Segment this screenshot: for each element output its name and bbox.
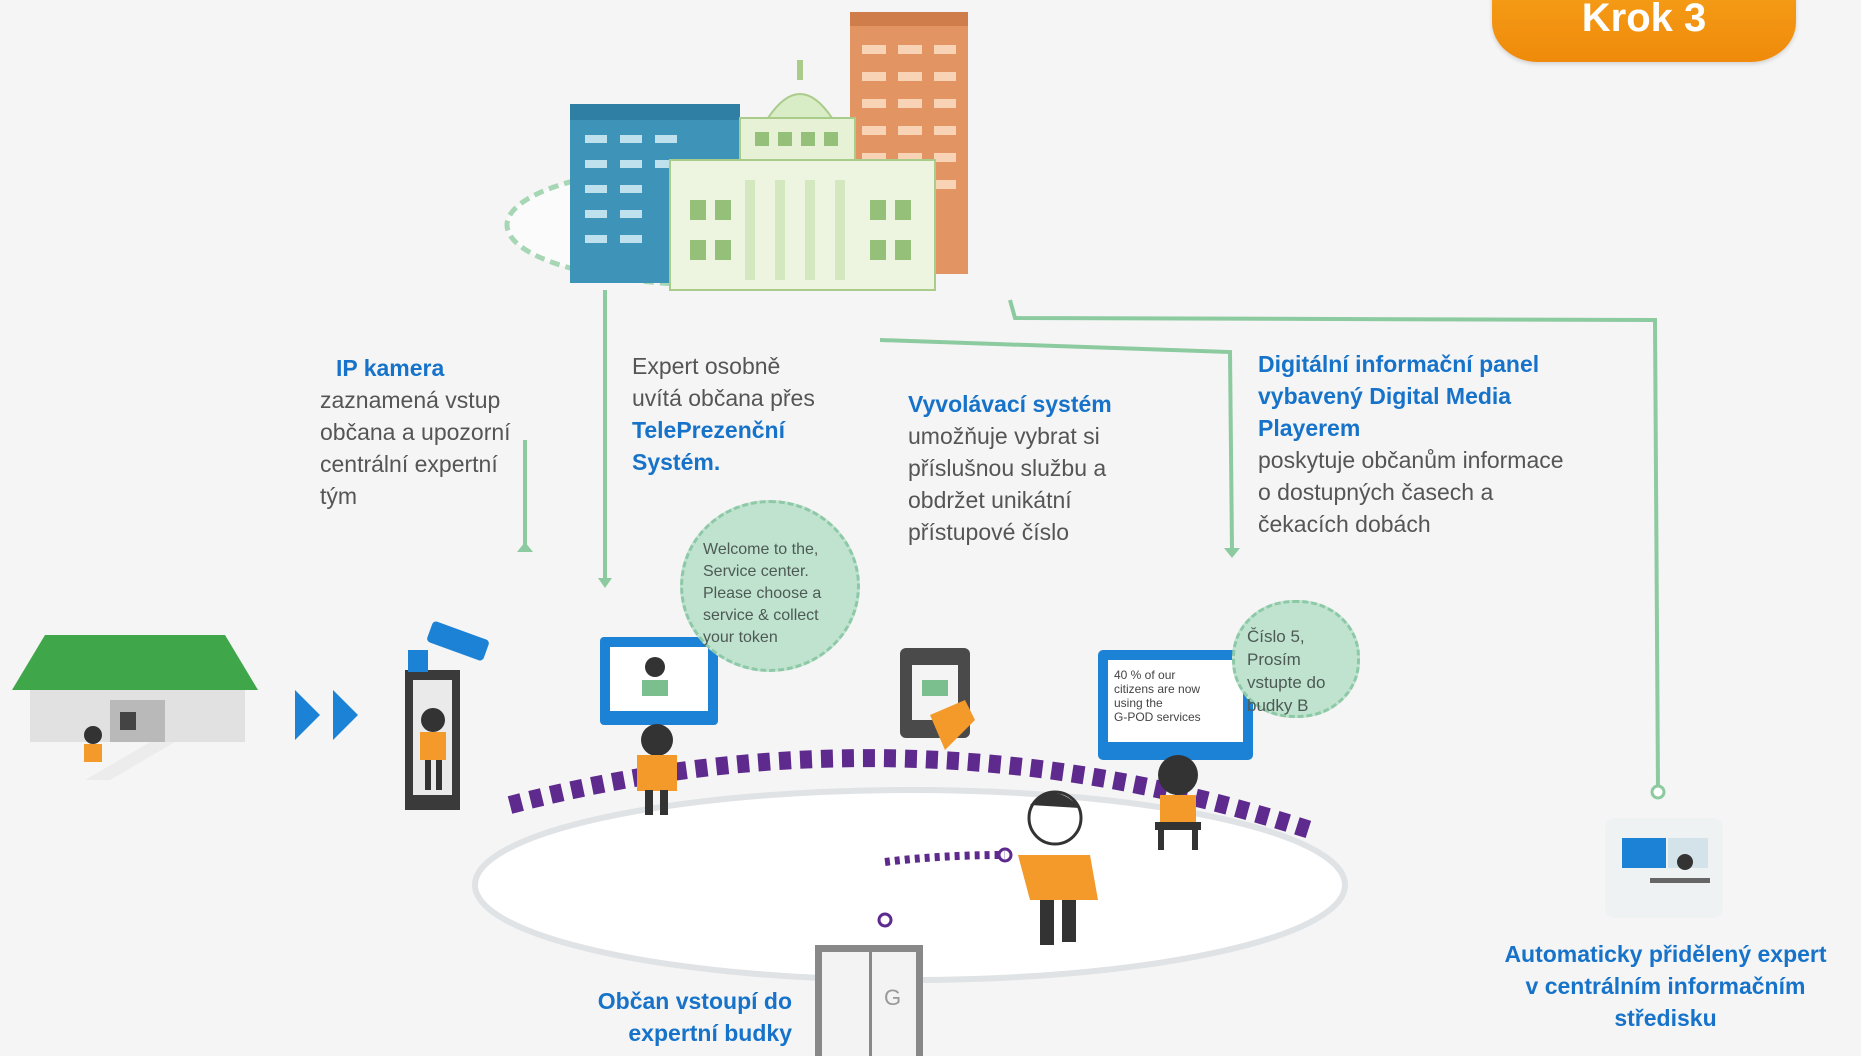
ip-camera-text: IP kamera zaznamená vstup občana a upozo… [320, 355, 511, 509]
telepresence-text: Expert osobně uvítá občana přes TelePrez… [632, 353, 815, 475]
step-badge: Krok 3 [1492, 0, 1796, 62]
expert-center-label: Automaticky přidělený expert v centrální… [1504, 941, 1827, 1031]
welcome-bubble: Welcome to the, Service center. Please c… [680, 500, 860, 672]
walking-citizen [1018, 790, 1098, 945]
expert-booth [815, 945, 923, 1056]
expert-center-icon [1605, 818, 1723, 918]
queue-kiosk [900, 648, 975, 750]
panel-screen-text: 40 % of our citizens are now using the G… [1114, 668, 1201, 724]
forward-arrow-icon [295, 690, 358, 740]
booth-letter: G [884, 985, 902, 1010]
citizen-path [507, 749, 1313, 839]
digital-panel-screen [1098, 650, 1253, 850]
house-icon [12, 635, 258, 780]
digital-panel-text: Digitální informační panel vybavený Digi… [1258, 351, 1564, 537]
telepresence-screen [600, 637, 718, 815]
government-buildings [570, 12, 968, 291]
camera-kiosk [405, 621, 489, 810]
queue-system-text: Vyvolávací systém umožňuje vybrat si pří… [908, 391, 1112, 545]
booth-label: Občan vstoupí do expertní budky [597, 988, 792, 1046]
number-bubble: Číslo 5, Prosím vstupte do budky B [1232, 600, 1360, 718]
